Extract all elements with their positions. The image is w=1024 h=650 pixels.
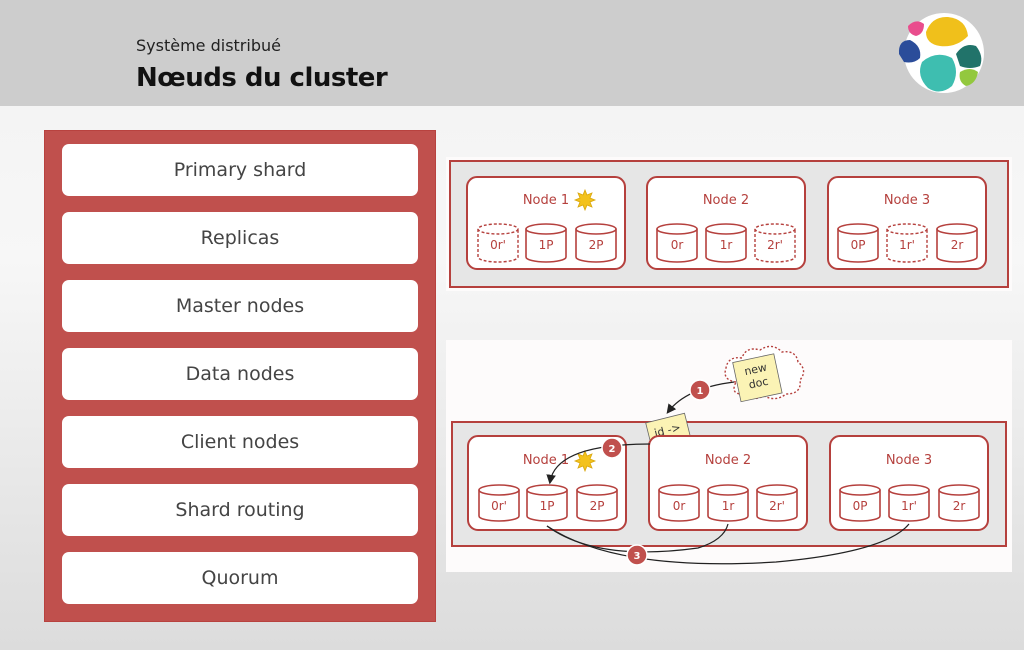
shard-0r: 0r': [478, 484, 520, 522]
node-label: Node 1: [523, 453, 569, 468]
menu-item-data-nodes[interactable]: Data nodes: [62, 348, 418, 400]
svg-text:3: 3: [634, 551, 641, 562]
menu-item-master-nodes[interactable]: Master nodes: [62, 280, 418, 332]
svg-text:0r': 0r': [490, 238, 506, 252]
svg-text:0r: 0r: [673, 499, 686, 513]
svg-text:1P: 1P: [540, 499, 555, 513]
menu-item-shard-routing[interactable]: Shard routing: [62, 484, 418, 536]
svg-text:0P: 0P: [851, 238, 866, 252]
menu-item-primary-shard[interactable]: Primary shard: [62, 144, 418, 196]
svg-text:0r': 0r': [491, 499, 507, 513]
shard-0r: 0r: [656, 223, 698, 263]
shard-0r: 0r: [658, 484, 700, 522]
menu-item-client-nodes[interactable]: Client nodes: [62, 416, 418, 468]
svg-text:2r: 2r: [953, 499, 966, 513]
shard-0P: 0P: [839, 484, 881, 522]
node-1-box: Node 1 0r' 1P 2P: [466, 176, 626, 270]
node-label: Node 3: [884, 193, 930, 208]
elastic-logo: [898, 13, 984, 93]
node-2-box: Node 2 0r 1r 2r': [646, 176, 806, 270]
new-doc-note: new doc: [732, 353, 783, 403]
shard-allocation-diagram: Node 1 0r' 1P 2P Node 2: [446, 157, 1012, 291]
svg-text:2r': 2r': [769, 499, 785, 513]
node-3-box: Node 3 0P 1r' 2r: [829, 435, 989, 531]
shard-2r-dashed: 2r': [754, 223, 796, 263]
svg-text:2P: 2P: [590, 499, 605, 513]
svg-text:1r': 1r': [899, 238, 915, 252]
master-star-icon: [573, 188, 597, 212]
node-label: Node 2: [703, 193, 749, 208]
node-label: Node 2: [705, 453, 751, 468]
menu-item-replicas[interactable]: Replicas: [62, 212, 418, 264]
svg-text:1: 1: [697, 386, 704, 397]
shard-1r: 1r: [705, 223, 747, 263]
shard-2P: 2P: [576, 484, 618, 522]
shard-routing-diagram: new doc 1 id -> 1P Node 1 0r': [446, 340, 1012, 572]
shard-2P: 2P: [575, 223, 617, 263]
svg-text:1r: 1r: [720, 238, 733, 252]
shard-1r-dashed: 1r': [886, 223, 928, 263]
svg-text:1r: 1r: [722, 499, 735, 513]
step-1-badge: 1: [689, 379, 711, 401]
step-3-badge: 3: [626, 544, 648, 566]
page-title: Nœuds du cluster: [136, 63, 388, 93]
node-label: Node 3: [886, 453, 932, 468]
node-label: Node 1: [523, 193, 569, 208]
step-2-badge: 2: [601, 437, 623, 459]
svg-text:0P: 0P: [853, 499, 868, 513]
svg-text:2r': 2r': [767, 238, 783, 252]
shard-1r: 1r: [707, 484, 749, 522]
node-2-box: Node 2 0r 1r 2r': [648, 435, 808, 531]
shard-1r: 1r': [888, 484, 930, 522]
node-3-box: Node 3 0P 1r' 2r: [827, 176, 987, 270]
topics-menu: Primary shard Replicas Master nodes Data…: [44, 130, 436, 622]
svg-text:2P: 2P: [589, 238, 604, 252]
page-subtitle: Système distribué: [136, 36, 281, 55]
shard-1P: 1P: [525, 223, 567, 263]
svg-text:1r': 1r': [901, 499, 917, 513]
shard-2r: 2r: [936, 223, 978, 263]
header-bar: Système distribué Nœuds du cluster: [0, 0, 1024, 106]
menu-item-quorum[interactable]: Quorum: [62, 552, 418, 604]
svg-text:doc: doc: [748, 375, 770, 392]
svg-text:0r: 0r: [671, 238, 684, 252]
shard-0P: 0P: [837, 223, 879, 263]
shard-0r-dashed: 0r': [477, 223, 519, 263]
svg-text:2r: 2r: [951, 238, 964, 252]
shard-2r: 2r': [756, 484, 798, 522]
shard-1P: 1P: [526, 484, 568, 522]
master-star-icon: [573, 449, 597, 473]
svg-text:1P: 1P: [539, 238, 554, 252]
shard-2r: 2r: [938, 484, 980, 522]
svg-text:new: new: [743, 361, 768, 378]
svg-text:2: 2: [609, 444, 616, 455]
